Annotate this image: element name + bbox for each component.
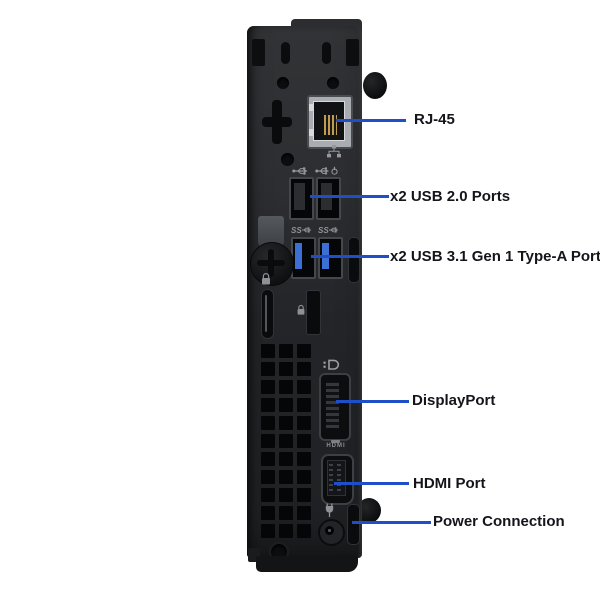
vent-hole: [297, 506, 311, 520]
vent-hole: [279, 398, 293, 412]
mount-cutout-left: [252, 39, 265, 66]
stand-base: [256, 556, 358, 572]
mount-slot-right: [322, 42, 331, 64]
vent-hole: [297, 452, 311, 466]
vent-hole: [297, 380, 311, 394]
vent-hole: [261, 434, 275, 448]
vent-hole: [261, 362, 275, 376]
padlock-icon: [260, 272, 272, 286]
callout-label-usb2: x2 USB 2.0 Ports: [390, 188, 511, 205]
vent-hole: [297, 416, 311, 430]
callout-line-power: [352, 521, 431, 524]
power-jack-pin: [328, 529, 331, 532]
usb-smart-power-icon: [315, 166, 339, 176]
vent-hole: [297, 524, 311, 538]
vent-hole: [261, 380, 275, 394]
vent-hole: [261, 398, 275, 412]
mount-cutout-right: [346, 39, 359, 66]
cross-mount-cutout: [262, 117, 292, 127]
vent-hole: [261, 506, 275, 520]
mount-slot-left: [281, 42, 290, 64]
displayport-icon: [323, 359, 342, 371]
vent-hole: [297, 362, 311, 376]
hdmi-glyph: HDMI: [326, 443, 346, 449]
screw-hole: [277, 77, 289, 89]
callout-line-displayport: [336, 400, 409, 403]
rj45-latch-tab: [309, 104, 314, 111]
vent-hole: [279, 470, 293, 484]
callout-line-rj45: [336, 119, 406, 122]
vent-hole: [279, 506, 293, 520]
ethernet-network-icon: [326, 145, 342, 158]
thumbscrew-cross: [268, 249, 274, 277]
callout-line-usb31: [311, 255, 389, 258]
vent-hole: [261, 344, 275, 358]
vent-grid: [261, 344, 311, 538]
vent-hole: [279, 488, 293, 502]
callout-label-hdmi: HDMI Port: [413, 475, 486, 492]
vent-hole: [297, 398, 311, 412]
power-jack: [318, 519, 345, 546]
vent-hole: [261, 416, 275, 430]
cable-cover-slot: [348, 237, 360, 283]
rj45-latch-tab: [309, 129, 314, 136]
hdmi-pins: [329, 463, 333, 491]
usb3-blue-tongue: [295, 243, 302, 269]
vent-hole: [279, 524, 293, 538]
ss-glyph: SS: [291, 226, 302, 235]
vent-hole: [279, 362, 293, 376]
vent-hole: [297, 344, 311, 358]
displayport-notch: [331, 440, 340, 443]
kensington-lock-slot: [306, 290, 321, 335]
hdmi-pins: [337, 463, 341, 491]
rj45-gold-pins: [324, 115, 337, 135]
power-plug-icon: [323, 503, 336, 518]
callout-label-usb31: x2 USB 3.1 Gen 1 Type-A Port: [390, 248, 600, 265]
vent-hole: [261, 452, 275, 466]
antenna-plug-knob-top: [363, 72, 387, 99]
vent-hole: [279, 344, 293, 358]
security-lock-icon: [296, 304, 306, 316]
vent-hole: [261, 488, 275, 502]
vent-hole: [279, 380, 293, 394]
usb-superspeed-icon: SS: [291, 225, 313, 235]
cable-tie-slot: [347, 504, 360, 545]
callout-line-usb2: [310, 195, 389, 198]
callout-label-power: Power Connection: [433, 513, 565, 530]
vent-hole: [279, 416, 293, 430]
vent-hole: [261, 524, 275, 538]
callout-label-displayport: DisplayPort: [412, 392, 496, 409]
screw-hole: [327, 77, 339, 89]
vent-hole: [279, 434, 293, 448]
callout-line-hdmi: [334, 482, 409, 485]
usb2-port-tongue: [294, 183, 305, 210]
usb-superspeed-icon: SS: [318, 225, 340, 235]
vent-hole: [279, 452, 293, 466]
vent-hole: [261, 470, 275, 484]
displayport-pins: [326, 382, 339, 428]
vent-hole: [297, 470, 311, 484]
screw-hole: [281, 153, 294, 166]
usb-icon: [292, 166, 310, 176]
vent-hole: [297, 434, 311, 448]
padlock-loop-edge: [265, 295, 267, 332]
padlock-loop-slot: [261, 289, 274, 339]
callout-label-rj45: RJ-45: [414, 111, 455, 128]
ss-glyph: SS: [318, 226, 329, 235]
vent-hole: [297, 488, 311, 502]
